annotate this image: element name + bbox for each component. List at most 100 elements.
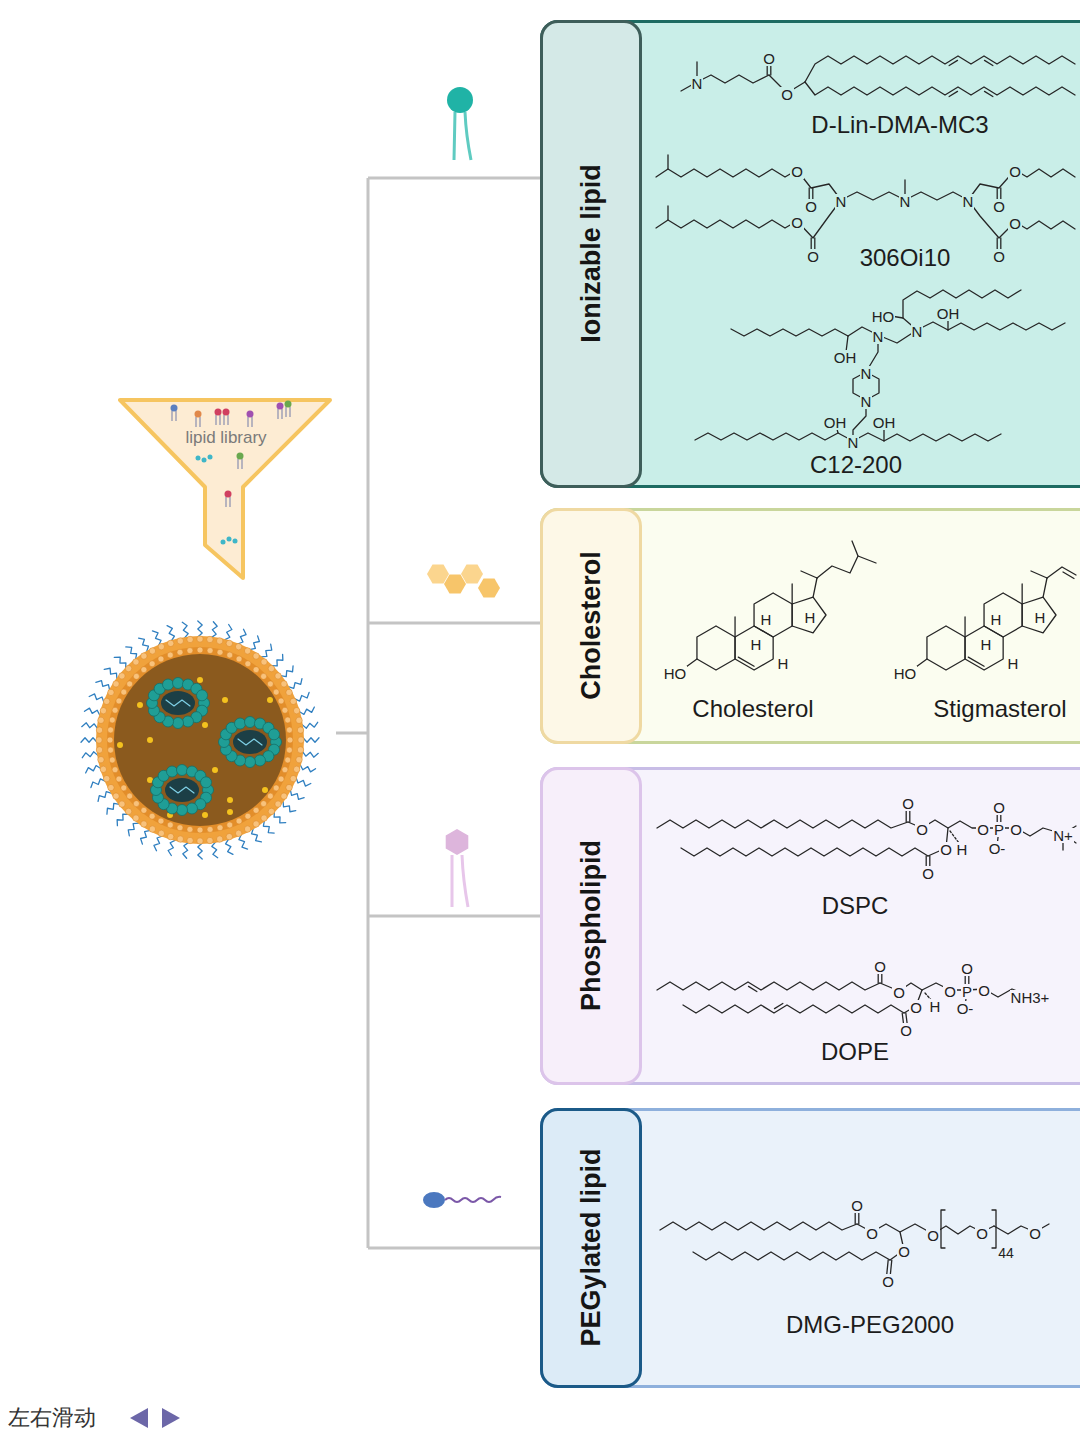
- bond-line: [949, 91, 957, 96]
- mini-lipid-tail: [196, 417, 200, 427]
- bond-line: [904, 180, 905, 200]
- bond-line: [947, 316, 948, 330]
- bond-line: [925, 993, 933, 1002]
- atom-label: O: [806, 249, 820, 264]
- lipid-head: [197, 647, 203, 653]
- peg-strand: [117, 814, 129, 826]
- swipe-hint: 左右滑动: [8, 1407, 96, 1429]
- lipid-head: [281, 793, 287, 799]
- bond-line: [1015, 221, 1075, 229]
- lipid-head: [273, 689, 279, 695]
- lipid-head: [297, 747, 303, 753]
- label-holder: H: [804, 609, 817, 627]
- lipid-head: [446, 829, 469, 855]
- lipid-head: [217, 825, 223, 831]
- bond-line: [797, 170, 841, 200]
- bond-line: [1043, 578, 1047, 597]
- lipid-head: [133, 659, 139, 665]
- peg-strand: [239, 834, 248, 849]
- lipid-head: [226, 640, 232, 646]
- bond-line: [797, 200, 841, 238]
- label-holder: O: [806, 248, 820, 266]
- peg-strand: [104, 668, 117, 679]
- lipid-head: [112, 707, 118, 713]
- lipid-head: [116, 776, 122, 782]
- lipid-head: [187, 826, 193, 832]
- lipid-head: [245, 813, 251, 819]
- peg-strand: [280, 666, 293, 677]
- ionizable-lipid-dot: [147, 737, 153, 743]
- atom-label: O: [1008, 164, 1022, 179]
- atom-label: O: [804, 199, 818, 214]
- lipid-head: [96, 747, 102, 753]
- micelle-head: [173, 718, 184, 729]
- label-holder: O: [1009, 821, 1023, 839]
- bond-line: [792, 584, 793, 604]
- atom-label: OH: [833, 350, 858, 365]
- bond-line: [1031, 571, 1047, 578]
- micelle-head: [245, 717, 256, 728]
- peg-strand: [198, 843, 202, 859]
- lipid-head: [227, 822, 233, 828]
- lipid-head: [149, 661, 155, 667]
- compound-name: C12-200: [810, 451, 902, 479]
- label-holder: O: [992, 799, 1006, 817]
- label-holder: O: [909, 999, 923, 1017]
- lipid-head: [127, 681, 133, 687]
- peg-strand: [82, 752, 98, 758]
- bond-line: [656, 155, 668, 177]
- bond-line: [749, 986, 757, 991]
- micelle-head: [177, 765, 188, 776]
- atom-label: N+: [1052, 828, 1074, 843]
- peg-strand: [126, 647, 137, 660]
- label-holder: HO: [663, 665, 688, 683]
- bond-line: [734, 617, 735, 637]
- atom-label: HO: [871, 309, 896, 324]
- peg-strand: [263, 820, 274, 833]
- label-holder: H: [980, 636, 993, 654]
- lipid-head: [103, 698, 109, 704]
- atom-label: H: [1007, 656, 1020, 671]
- atom-label: OH: [936, 306, 961, 321]
- label-holder: O: [850, 1197, 864, 1215]
- lipid-head: [141, 821, 147, 827]
- atom-label: O: [921, 866, 935, 881]
- bond-line: [852, 541, 858, 556]
- peg-strand: [182, 622, 188, 638]
- bond-line: [1000, 238, 1001, 255]
- bond-line: [841, 192, 905, 200]
- lipid-head: [116, 698, 122, 704]
- bond-line: [657, 982, 880, 990]
- bond-line: [997, 188, 998, 205]
- peg-strand: [98, 792, 112, 802]
- micelle-head: [269, 729, 280, 740]
- atom-label: O: [909, 1000, 923, 1015]
- atom-label: O: [977, 983, 991, 998]
- micelle-head: [163, 679, 174, 690]
- lipid-head: [133, 815, 139, 821]
- lipid-head: [226, 833, 232, 839]
- bond-line: [881, 965, 882, 983]
- peg-strand: [198, 621, 202, 637]
- bond-line: [997, 806, 998, 828]
- lipid-head: [187, 837, 193, 843]
- bond-line: [906, 1013, 908, 1029]
- ionizable-lipid-dot: [212, 767, 218, 773]
- lipid-head: [98, 757, 104, 763]
- bond-line: [735, 626, 773, 670]
- bond-line: [858, 1204, 859, 1224]
- lipid-head: [268, 808, 274, 814]
- mini-lipid-head: [223, 409, 230, 416]
- bond-line: [905, 192, 968, 200]
- bond-line: [770, 57, 771, 75]
- compound-name: D-Lin-DMA-MC3: [811, 111, 988, 139]
- lipid-head: [109, 717, 115, 723]
- mini-lipid-head: [195, 411, 202, 418]
- bond-line: [686, 659, 697, 667]
- lipid-head: [217, 649, 223, 655]
- ionizable-lipid-dot: [202, 812, 208, 818]
- atom-label: O: [976, 822, 990, 837]
- atom-label: H: [804, 610, 817, 625]
- lipid-head: [187, 636, 193, 642]
- category-title: Ionizable lipid: [575, 165, 606, 344]
